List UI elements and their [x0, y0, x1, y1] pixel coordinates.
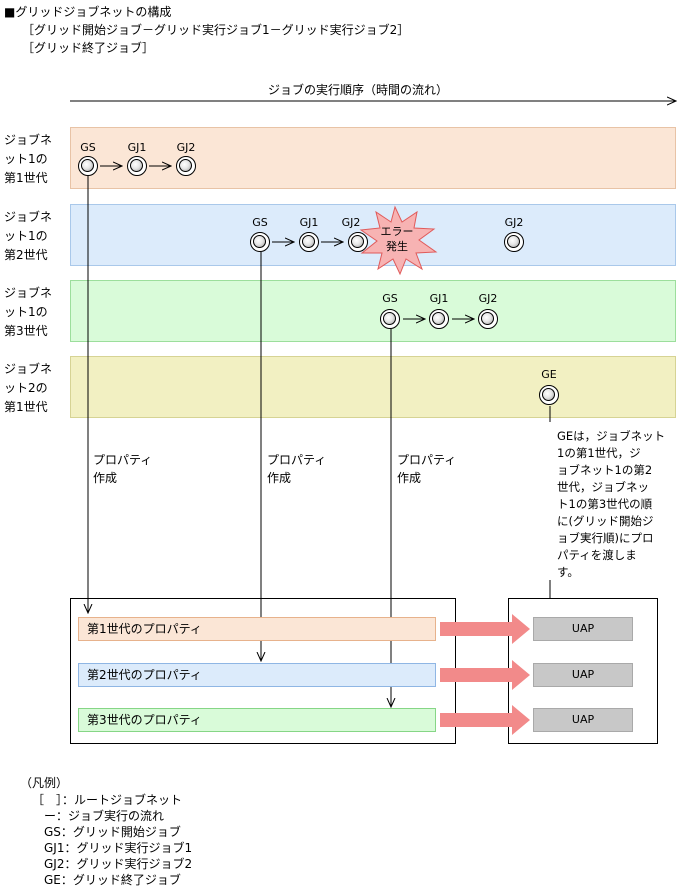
- row-label-4: ジョブネ ット2の 第1世代: [4, 362, 53, 414]
- gj1-label: GJ1: [299, 216, 319, 229]
- pass-arrow-3: [440, 705, 530, 735]
- grid-exec-job2-icon[interactable]: [504, 232, 524, 252]
- pass-arrows: [440, 614, 530, 735]
- pass-arrow-2: [440, 660, 530, 690]
- legend-item: GJ2：グリッド実行ジョブ2: [32, 857, 193, 871]
- root-jobnet-line-2: ［グリッド終了ジョブ］: [22, 41, 155, 55]
- error-burst-label: エラー 発生: [380, 225, 414, 253]
- gj1-label: GJ1: [429, 292, 449, 305]
- property-create-label: プロパティ 作成: [93, 453, 153, 485]
- uap-box: UAP: [533, 663, 633, 687]
- gj2-label: GJ2: [341, 216, 361, 229]
- gj2-label: GJ2: [504, 216, 524, 229]
- row-label-1: ジョブネ ット1の 第1世代: [4, 133, 53, 185]
- gj2-label: GJ2: [176, 141, 196, 154]
- grid-start-job-icon[interactable]: [380, 309, 400, 329]
- grid-exec-job2-icon[interactable]: [478, 309, 498, 329]
- legend-item: ［ ］：ルートジョブネット: [32, 793, 183, 807]
- pass-arrow-1: [440, 614, 530, 644]
- grid-exec-job1-icon[interactable]: [127, 156, 147, 176]
- ge-note: GEは，ジョブネット 1の第1世代，ジ ョブネット1の第2 世代，ジョブネッ ト…: [557, 429, 666, 579]
- gs-label: GS: [252, 216, 268, 229]
- ge-label: GE: [541, 368, 557, 381]
- property-box-gen3: 第3世代のプロパティ: [78, 708, 436, 732]
- row-label-2: ジョブネ ット1の 第2世代: [4, 210, 53, 262]
- grid-end-job-icon[interactable]: [539, 385, 559, 405]
- row-band-4: [70, 356, 676, 418]
- grid-exec-job1-icon[interactable]: [429, 309, 449, 329]
- property-box-gen1: 第1世代のプロパティ: [78, 617, 436, 641]
- root-jobnet-line-1: ［グリッド開始ジョブ－グリッド実行ジョブ1－グリッド実行ジョブ2］: [22, 23, 410, 37]
- grid-start-job-icon[interactable]: [250, 232, 270, 252]
- legend-title: （凡例）: [20, 776, 69, 790]
- property-create-label: プロパティ 作成: [267, 453, 327, 485]
- legend-item: ー：ジョブ実行の流れ: [32, 809, 165, 823]
- timeline-label: ジョブの実行順序（時間の流れ）: [268, 83, 449, 97]
- gs-label: GS: [382, 292, 398, 305]
- row-band-3: [70, 280, 676, 342]
- gs-label: GS: [80, 141, 96, 154]
- gj1-label: GJ1: [127, 141, 147, 154]
- gj2-label: GJ2: [478, 292, 498, 305]
- legend-item: GE：グリッド終了ジョブ: [32, 873, 181, 887]
- row-label-3: ジョブネ ット1の 第3世代: [4, 286, 53, 338]
- grid-exec-job2-icon[interactable]: [176, 156, 196, 176]
- grid-start-job-icon[interactable]: [78, 156, 98, 176]
- property-box-gen2: 第2世代のプロパティ: [78, 663, 436, 687]
- grid-exec-job2-icon[interactable]: [348, 232, 368, 252]
- uap-box: UAP: [533, 617, 633, 641]
- row-band-1: [70, 127, 676, 189]
- legend-item: GJ1：グリッド実行ジョブ1: [32, 841, 193, 855]
- diagram-title: ■グリッドジョブネットの構成: [4, 5, 172, 19]
- error-burst-shape: [359, 205, 438, 276]
- property-create-label: プロパティ 作成: [397, 453, 457, 485]
- uap-box: UAP: [533, 708, 633, 732]
- grid-exec-job1-icon[interactable]: [299, 232, 319, 252]
- legend-item: GS：グリッド開始ジョブ: [32, 825, 181, 839]
